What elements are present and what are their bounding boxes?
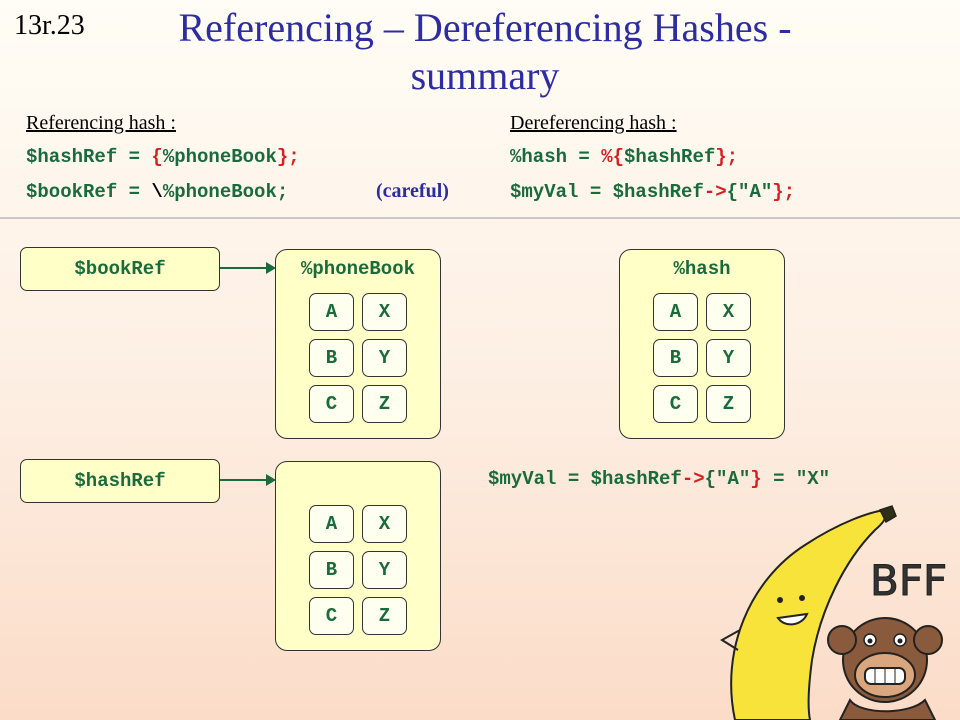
key-cell: B [653, 339, 698, 377]
banana-monkey-cartoon: BFF [720, 505, 948, 720]
key-cell: B [309, 551, 354, 589]
banana-stem-icon [878, 505, 897, 524]
hash-hash: %hash A X B Y C Z [619, 249, 785, 439]
referencing-line-1: $hashRef = {%phoneBook}; [26, 146, 300, 168]
key-cell: C [309, 597, 354, 635]
value-cell: Y [362, 339, 407, 377]
value-cell: Z [706, 385, 751, 423]
key-cell: C [309, 385, 354, 423]
key-cell: A [309, 293, 354, 331]
bookref-box: $bookRef [20, 247, 220, 291]
value-cell: Y [362, 551, 407, 589]
dereferencing-line-1: %hash = %{$hashRef}; [510, 146, 739, 168]
careful-note: (careful) [376, 180, 449, 202]
slide-title: Referencing – Dereferencing Hashes - sum… [178, 5, 792, 98]
value-cell: X [362, 505, 407, 543]
value-cell: X [362, 293, 407, 331]
key-cell: A [653, 293, 698, 331]
result-expression: $myVal = $hashRef->{"A"} = "X" [488, 468, 831, 490]
section-divider [0, 217, 960, 219]
dereferencing-line-2: $myVal = $hashRef->{"A"}; [510, 181, 796, 203]
value-cell: Y [706, 339, 751, 377]
hashref-box: $hashRef [20, 459, 220, 503]
bookref-arrow [220, 262, 276, 274]
key-cell: A [309, 505, 354, 543]
phonebook-hash: %phoneBook A X B Y C Z [275, 249, 441, 439]
bff-caption: BFF [870, 556, 947, 605]
dereferencing-heading: Dereferencing hash : [510, 112, 677, 134]
referencing-line-2: $bookRef = \%phoneBook; [26, 181, 289, 203]
value-cell: Z [362, 597, 407, 635]
key-cell: C [653, 385, 698, 423]
key-cell: B [309, 339, 354, 377]
value-cell: Z [362, 385, 407, 423]
hashref-arrow [220, 474, 276, 486]
phonebook-label: %phoneBook [300, 258, 416, 280]
referencing-heading: Referencing hash : [26, 112, 176, 134]
anonymous-hash: A X B Y C Z [275, 461, 441, 651]
slide-number: 13r.23 [14, 10, 85, 41]
hash-label: %hash [673, 258, 731, 280]
value-cell: X [706, 293, 751, 331]
